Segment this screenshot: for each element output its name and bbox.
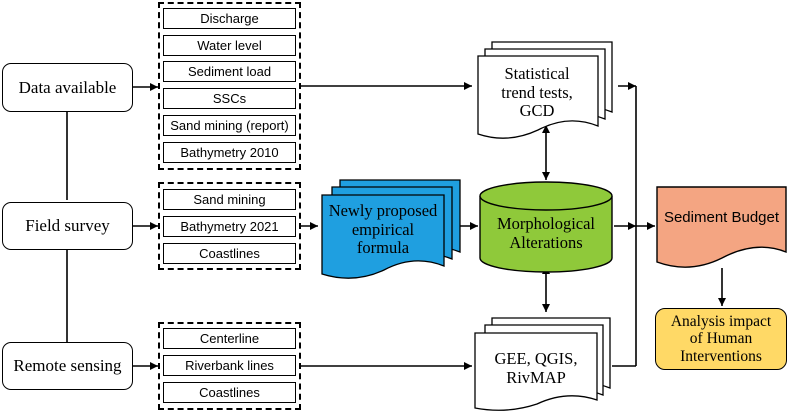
- item-sscs: SSCs: [163, 88, 296, 109]
- source-field-survey: Field survey: [2, 202, 133, 250]
- formula-line2: empirical: [351, 219, 415, 239]
- gee-doc-stack: [474, 317, 611, 411]
- item-water-level: Water level: [163, 35, 296, 56]
- item-bathymetry-2010: Bathymetry 2010: [163, 142, 296, 163]
- formula-doc-stack: [321, 179, 461, 279]
- item-centerline: Centerline: [163, 328, 296, 349]
- item-riverbank-lines: Riverbank lines: [163, 355, 296, 376]
- gee-line2: RivMAP: [506, 368, 566, 387]
- source-remote-sensing: Remote sensing: [2, 342, 133, 390]
- morph-line2: Alterations: [509, 233, 583, 252]
- impact-line2: of Human: [689, 330, 753, 348]
- gee-line1: GEE, QGIS,: [494, 349, 578, 369]
- item-sand-mining: Sand mining: [163, 189, 296, 210]
- statistical-line1: Statistical: [504, 63, 570, 83]
- item-sand-mining-report: Sand mining (report): [163, 115, 296, 136]
- morph-cylinder: [479, 181, 613, 273]
- budget-shape: [656, 186, 787, 268]
- statistical-line3: GCD: [519, 101, 555, 121]
- impact-line3: Interventions: [680, 347, 762, 365]
- morph-line1: Morphological: [496, 214, 596, 234]
- formula-line1: Newly proposed: [328, 200, 438, 220]
- item-coastlines-field: Coastlines: [163, 243, 296, 264]
- formula-label: Newly proposed empirical formula: [322, 199, 444, 261]
- statistical-doc-stack: [477, 41, 613, 139]
- item-coastlines-remote: Coastlines: [163, 382, 296, 403]
- item-sediment-load: Sediment load: [163, 61, 296, 82]
- morph-label: Morphological Alterations: [480, 212, 612, 256]
- impact-box: Analysis impact of Human Interventions: [655, 308, 787, 370]
- formula-line3: formula: [356, 238, 410, 258]
- impact-line1: Analysis impact: [670, 313, 772, 331]
- budget-label: Sediment Budget: [663, 208, 780, 226]
- item-discharge: Discharge: [163, 8, 296, 29]
- item-bathymetry-2021: Bathymetry 2021: [163, 216, 296, 237]
- source-data-available: Data available: [2, 63, 133, 112]
- statistical-label: Statistical trend tests, GCD: [480, 62, 594, 124]
- gee-label: GEE, QGIS, RivMAP: [476, 346, 596, 392]
- statistical-line2: trend tests,: [501, 82, 573, 102]
